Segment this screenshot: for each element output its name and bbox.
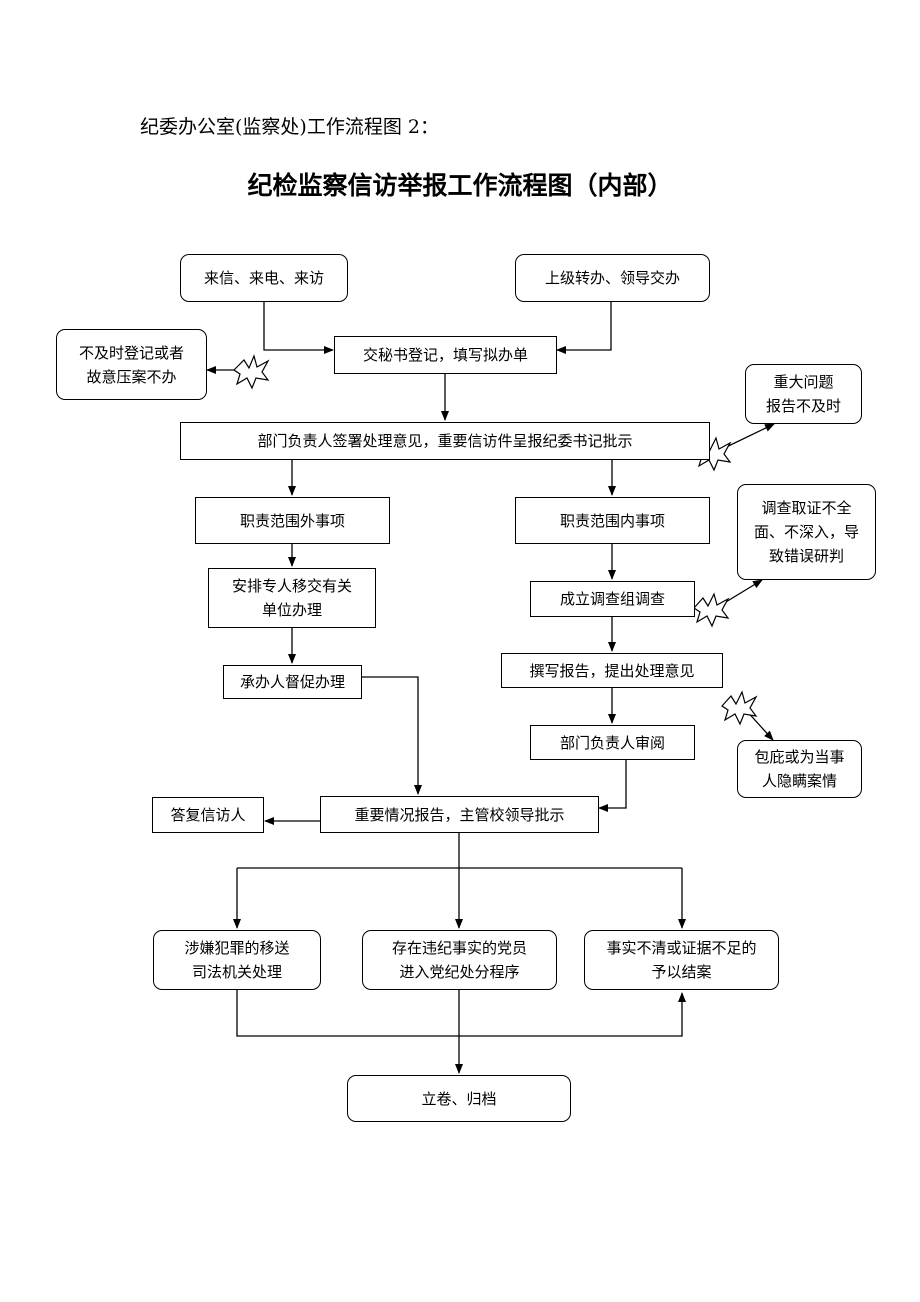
node-label-line: 包庇或为当事 [754,748,845,766]
node-label-line: 安排专人移交有关 [231,577,352,595]
source-letters-calls-visits: 来信、来电、来访 [180,254,348,302]
node-label-line: 单位办理 [261,601,322,619]
node-label: 承办人督促办理 [239,673,345,691]
step-assign-transfer: 安排专人移交有关 单位办理 [208,568,376,628]
document-subtitle: 纪委办公室(监察处)工作流程图 2： [140,116,439,138]
step-write-report: 撰写报告，提出处理意见 [501,653,723,688]
node-label-line: 予以结案 [651,963,712,981]
node-label: 撰写报告，提出处理意见 [529,661,695,680]
node-label: 上级转办、领导交办 [544,269,680,287]
outcome-close-case: 事实不清或证据不足的 予以结案 [584,930,779,990]
risk-markers [233,354,758,726]
node-label-line: 司法机关处理 [191,963,282,981]
node-label: 部门负责人审阅 [559,733,665,752]
connector-supervise-to-report [362,676,422,795]
step-report-to-leader: 重要情况报告，主管校领导批示 [320,796,599,833]
node-label-line: 不及时登记或者 [78,343,184,362]
node-label-line: 进入党纪处分程序 [399,963,520,981]
warning-investigation: 调查取证不全 面、不深入，导 致错误研判 [737,484,876,580]
starburst-icon [721,690,758,726]
starburst-icon [233,354,270,390]
node-label: 立卷、归档 [421,1089,497,1108]
warning-late-register: 不及时登记或者 故意压案不办 [56,329,207,400]
warning-major-issue: 重大问题 报告不及时 [745,364,862,424]
node-label-line: 面、不深入，导 [753,523,859,541]
step-dept-head-review: 部门负责人签署处理意见，重要信访件呈报纪委书记批示 [180,422,710,460]
node-label-line: 人隐瞒案情 [761,772,837,790]
node-label-line: 报告不及时 [765,397,841,415]
node-label: 交秘书登记，填写拟办单 [362,346,528,364]
node-label: 答复信访人 [170,806,246,824]
connector-letters-to-register [263,302,334,354]
connector-audit-to-report [598,760,627,812]
step-register: 交秘书登记，填写拟办单 [334,336,557,374]
step-archive: 立卷、归档 [347,1075,571,1122]
page-title: 纪检监察信访举报工作流程图（内部） [247,171,673,200]
outcome-party-discipline: 存在违纪事实的党员 进入党纪处分程序 [362,930,557,990]
node-label-line: 调查取证不全 [761,499,852,517]
node-label: 来信、来电、来访 [203,269,324,287]
node-label-line: 涉嫌犯罪的移送 [184,939,290,957]
step-investigation-team: 成立调查组调查 [530,581,695,617]
step-dept-head-audit: 部门负责人审阅 [530,725,695,760]
node-label: 部门负责人签署处理意见，重要信访件呈报纪委书记批示 [257,432,633,450]
node-label: 职责范围内事项 [559,511,665,530]
step-reply-petitioner: 答复信访人 [152,797,264,833]
step-outside-scope: 职责范围外事项 [195,497,390,544]
node-label: 职责范围外事项 [239,511,345,530]
node-label-line: 致错误研判 [768,547,844,565]
outcome-judicial-transfer: 涉嫌犯罪的移送 司法机关处理 [153,930,321,990]
source-superior-referral: 上级转办、领导交办 [515,254,710,302]
node-label-line: 存在违纪事实的党员 [391,939,527,957]
node-label: 重要情况报告，主管校领导批示 [354,805,565,824]
node-label-line: 故意压案不办 [86,367,177,386]
node-label: 成立调查组调查 [559,590,665,608]
node-label-line: 重大问题 [773,373,834,391]
step-inside-scope: 职责范围内事项 [515,497,710,544]
node-label-line: 事实不清或证据不足的 [606,939,757,957]
starburst-icon [693,592,730,628]
step-supervise-handling: 承办人督促办理 [223,665,362,699]
warning-shield: 包庇或为当事 人隐瞒案情 [737,740,862,798]
connector-superior-to-register [556,302,612,354]
